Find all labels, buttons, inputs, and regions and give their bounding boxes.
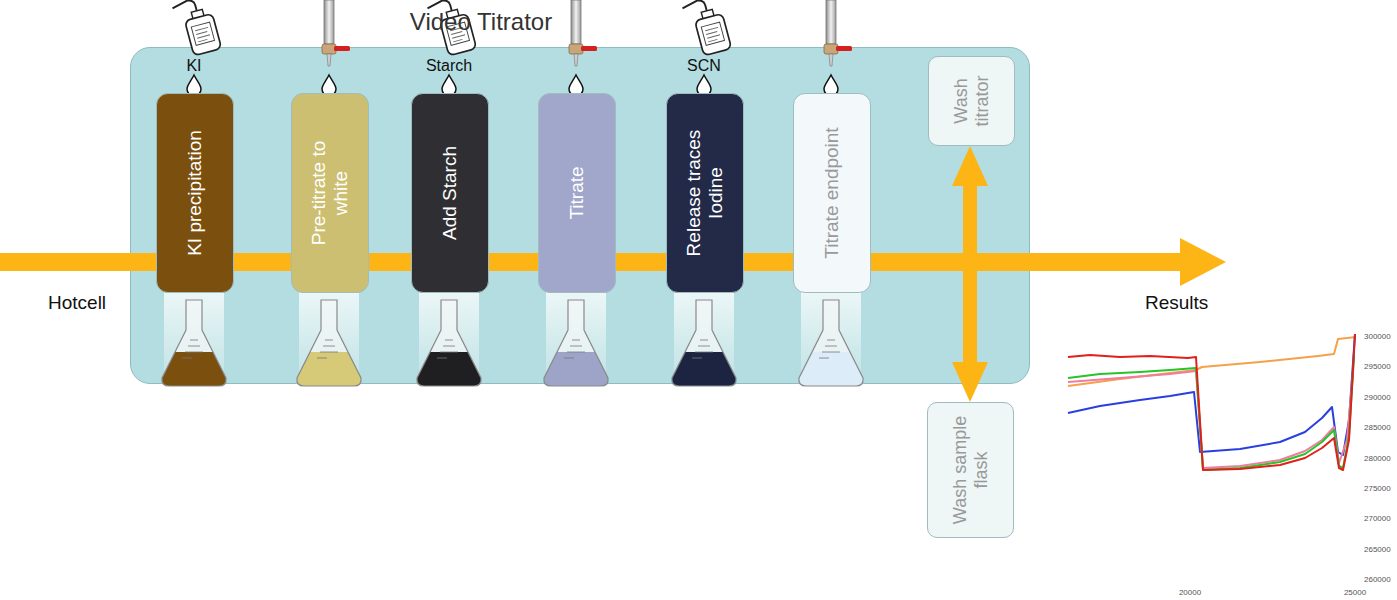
results-chart (1068, 334, 1356, 470)
flow-band (234, 253, 291, 271)
drop-symbol (187, 75, 201, 96)
axis-tick-label: 25000 (1344, 588, 1366, 597)
wash-bottle (172, 0, 222, 58)
chart-line (1068, 371, 1353, 468)
flow-arrow (871, 262, 970, 372)
erlenmeyer-flask (297, 292, 361, 386)
axis-tick-label: 275000 (1364, 484, 1391, 493)
step-label: Titrate endpoint (821, 118, 843, 268)
flow-band (369, 253, 411, 271)
chart-line (1068, 334, 1355, 470)
drop-symbol (697, 75, 711, 96)
axis-tick-label: 280000 (1364, 454, 1391, 463)
wash-box: Wash sample flask (927, 402, 1014, 538)
erlenmeyer-flask (799, 292, 863, 386)
flow-band (744, 253, 793, 271)
axis-tick-label: 285000 (1364, 423, 1391, 432)
wash-bottle (427, 0, 477, 58)
axis-tick-label: 295000 (1364, 362, 1391, 371)
flow-band (489, 253, 538, 271)
process-box: Pre-titrate to white (291, 93, 369, 293)
flow-arrowhead (1180, 238, 1226, 286)
chart-line (1068, 356, 1354, 470)
erlenmeyer-flask (672, 292, 736, 386)
burette (322, 0, 350, 66)
axis-tick-label: 265000 (1364, 545, 1391, 554)
step-label: Wash sample flask (950, 409, 991, 531)
axis-tick-label: 260000 (1364, 575, 1391, 584)
step-label: Titrate (566, 118, 588, 268)
step-label: Pre-titrate to white (308, 118, 352, 268)
axis-tick-label: 300000 (1364, 332, 1391, 341)
step-label: Add Starch (439, 118, 461, 268)
axis-tick-label: 290000 (1364, 393, 1391, 402)
output-label: Results (1145, 292, 1208, 314)
reagent-label: KI (186, 57, 201, 75)
burette (824, 0, 852, 66)
step-label: Release traces Iodine (683, 118, 727, 268)
process-box: Release traces Iodine (666, 93, 744, 293)
axis-tick-label: 20000 (1179, 588, 1201, 597)
process-box: Titrate (538, 93, 616, 293)
step-label: KI precipitation (184, 118, 206, 268)
chart-line (1068, 334, 1355, 455)
drop-symbol (824, 75, 838, 96)
erlenmeyer-flask (417, 292, 481, 386)
drop-symbol (322, 75, 336, 96)
source-label: Hotcell (48, 292, 106, 314)
reagent-label: Starch (426, 57, 472, 75)
process-box: Add Starch (411, 93, 489, 293)
reagent-label: SCN (687, 57, 721, 75)
flow-band (616, 253, 666, 271)
process-box: KI precipitation (156, 93, 234, 293)
axis-tick-label: 270000 (1364, 514, 1391, 523)
flow-arrow (871, 176, 970, 262)
flow-band (0, 253, 160, 271)
panel-title: Video Titrator (410, 8, 552, 36)
drop-symbol (569, 75, 583, 96)
erlenmeyer-flask (162, 292, 226, 386)
erlenmeyer-flask (544, 292, 608, 386)
process-box: Titrate endpoint (793, 93, 871, 293)
drop-symbol (442, 75, 456, 96)
step-label: Wash titrator (951, 63, 992, 139)
wash-bottle (682, 0, 732, 58)
burette (569, 0, 597, 66)
wash-box: Wash titrator (928, 56, 1015, 146)
